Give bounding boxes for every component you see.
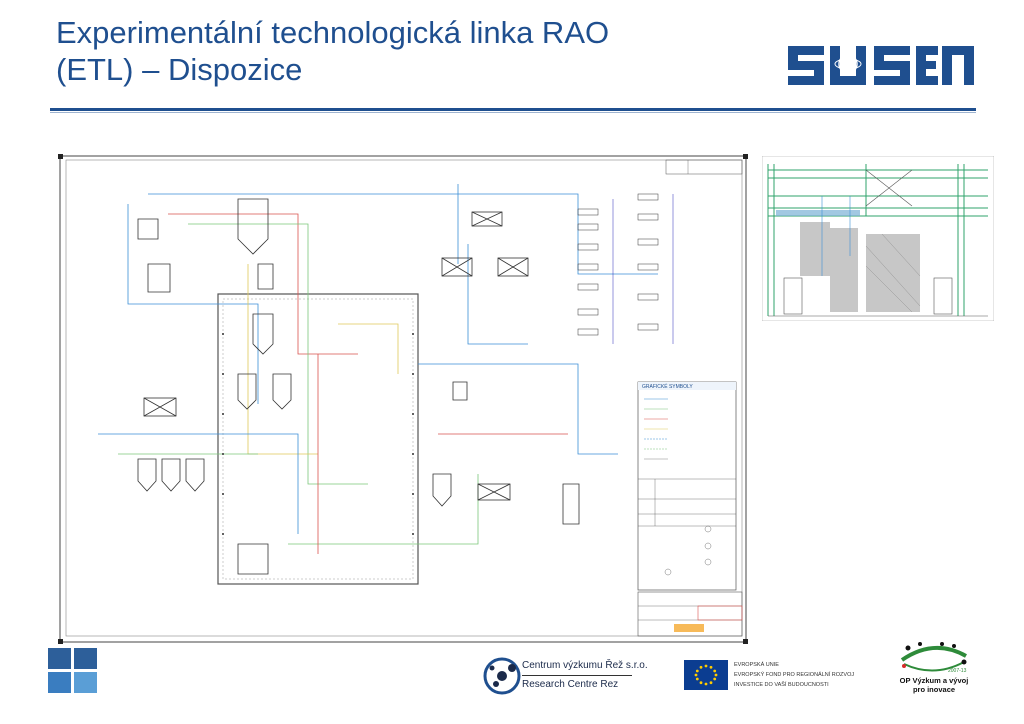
- eu-line-1: EVROPSKÁ UNIE: [734, 662, 779, 668]
- crr-name: Centrum výzkumu Řež s.r.o.: [522, 660, 648, 671]
- op-text-line-2: pro inovace: [912, 685, 956, 694]
- slide-title: Experimentální technologická linka RAO (…: [56, 14, 609, 88]
- eu-flag-icon: [684, 660, 728, 690]
- op-text-line-1: OP Výzkum a vývoj: [899, 676, 969, 685]
- crr-divider: [522, 675, 632, 676]
- slide-title-line-1: Experimentální technologická linka RAO: [56, 15, 610, 50]
- opvavpi-squares-logo: [48, 648, 97, 693]
- title-underline-thin: [50, 112, 976, 113]
- susen-logo: [786, 46, 976, 85]
- op-vavpi-logo: 2007-13: [900, 642, 967, 674]
- process-diagram: GRAFICKÉ SYMBOLY: [58, 154, 748, 644]
- legend-title: GRAFICKÉ SYMBOLY: [642, 383, 693, 390]
- op-years: 2007-13: [948, 668, 967, 674]
- crr-logo-mark: [483, 657, 521, 695]
- building-section-drawing: [762, 156, 994, 321]
- eu-line-3: INVESTICE DO VAŠÍ BUDOUCNOSTI: [734, 682, 829, 688]
- eu-line-2: EVROPSKÝ FOND PRO REGIONÁLNÍ ROZVOJ: [734, 672, 855, 678]
- title-underline: [50, 108, 976, 111]
- op-text: OP Výzkum a vývoj pro inovace: [894, 676, 974, 694]
- eu-text: EVROPSKÁ UNIE EVROPSKÝ FOND PRO REGIONÁL…: [734, 660, 854, 690]
- slide-title-line-2: (ETL) – Dispozice: [56, 52, 303, 87]
- crr-english-name: Research Centre Rez: [522, 679, 619, 690]
